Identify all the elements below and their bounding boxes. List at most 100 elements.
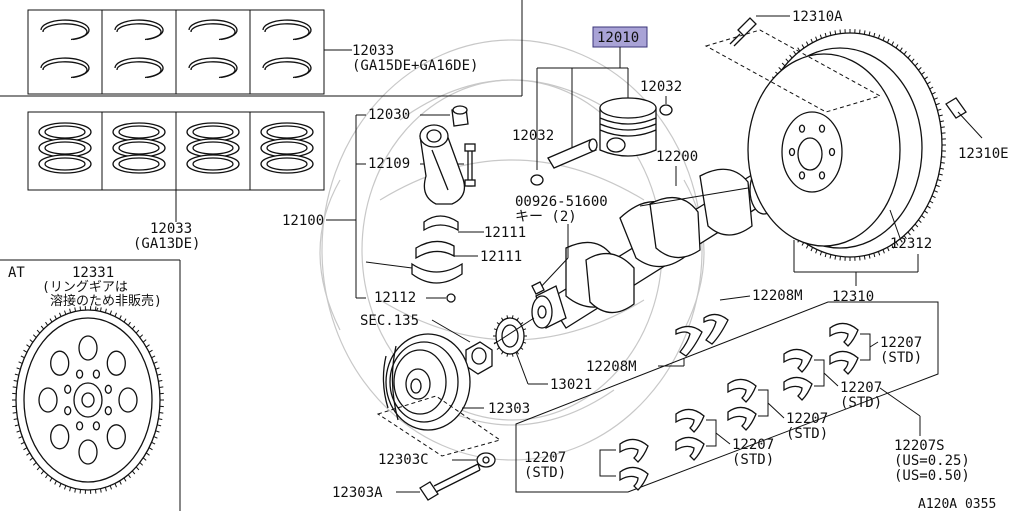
ring-gear-tooth [148,447,153,451]
sprocket-tooth [516,317,519,321]
ring-gear-tooth [810,247,814,252]
ring-gear-tooth [148,349,153,353]
piston-ring-inner [44,125,86,139]
ring-gear-tooth [13,380,18,382]
ring-gear-tooth [882,36,885,41]
note-bearing-std-1: (STD) [880,350,922,366]
note-drive-plate-1: (リングギアは [42,280,128,295]
piston-ring-inner [192,125,234,139]
label-pulley-washer: 12303C [378,452,429,468]
ring-gear-tooth [16,430,21,433]
ring-gear-tooth [29,457,34,461]
ring-gear-tooth [158,418,163,420]
ring-gear-tooth [781,62,786,67]
note-bearing-set-2: (US=0.50) [894,468,970,484]
ring-gear-tooth [127,321,131,326]
plate-bolt-hole [92,421,101,431]
label-pulley: 12303 [488,401,530,417]
label-piston: 12010 [597,30,639,46]
label-bearing-std-3: 12207 [786,411,828,427]
ring-gear-tooth [921,215,925,219]
ring-gear-tooth [131,325,136,330]
ring-gear-tooth [54,480,57,485]
flywheel-bolt-hole [828,147,836,157]
ring-gear-tooth [815,249,818,254]
ring-gear-tooth [815,36,818,41]
watermark-emblem [319,39,705,461]
label-key-note: キー (2) [515,209,577,225]
label-sec-ref: SEC.135 [360,313,419,329]
ring-gear-tooth [882,249,885,254]
main-bearing-shell-lower [727,406,757,431]
ring-gear-tooth [157,373,162,376]
at-drive-plate-box: AT 12331 (リングギアは 溶接のため非販売) [0,259,181,511]
sprocket-tooth [511,353,514,357]
ring-gear-tooth [69,308,72,313]
ring-gear-tooth [939,120,945,123]
ring-gear-tooth [914,62,919,67]
ring-gear-tooth [937,179,942,182]
plate-bolt-hole [64,406,72,416]
main-bearing-shell-lower [675,436,705,461]
ring-gear-tooth [834,30,837,35]
ring-gear-tooth [123,318,127,323]
ring-gear-tooth [109,310,112,315]
ring-gear-tooth [142,457,147,461]
bearing-bracket [758,389,785,419]
rings-box-ga15: 12033 (GA15DE+GA16DE) [0,0,523,97]
main-bearing-shell-lower [829,350,859,375]
ring-gear-tooth [891,41,895,46]
ring-gear-tooth [810,38,814,43]
ring-gear-tooth [877,251,881,256]
plate-hole [38,387,58,413]
ring-gear-tooth [903,235,907,240]
label-conrod-assy: 12100 [282,213,324,229]
plate-hole [78,439,98,465]
ring-gear-tooth [16,367,21,370]
sprocket-tooth [506,353,509,357]
ring-gear-tooth [64,310,67,315]
ring-gear-tooth [899,238,903,243]
ring-gear-tooth [778,67,782,71]
ring-gear-tooth [935,184,940,188]
ring-gear-tooth [819,251,823,256]
ring-gear-tooth [59,483,62,488]
ring-gear-tooth [49,318,53,323]
label-key-part: 00926-51600 [515,194,608,210]
ring-gear-tooth [23,447,28,451]
ring-gear-tooth [159,412,164,414]
ring-gear-tooth [924,210,928,214]
ring-gear-tooth [829,31,832,36]
ring-gear-tooth [911,227,915,232]
main-bearing-shell-lower [619,466,649,491]
ring-gear-tooth [801,44,805,49]
ring-gear-tooth [151,441,156,445]
ring-gear-tooth [863,30,866,35]
sprocket-tooth [523,341,527,344]
ring-gear-tooth [895,44,899,49]
note-bearing-set-1: (US=0.25) [894,453,970,469]
plate-bolt-hole [104,406,112,416]
ring-gear-tooth [18,361,23,364]
ring-gear-tooth [873,32,876,37]
piston-ring-inner [44,141,86,155]
sprocket-tooth [496,347,500,350]
ring-gear-tooth [151,355,156,359]
flywheel-bolt-hole [788,147,796,157]
sprocket-tooth [501,317,504,321]
ring-gear-tooth [926,81,931,85]
ring-gear-tooth [20,441,25,445]
flywheel-bolt-hole [818,171,826,180]
ring-gear-tooth [127,474,131,479]
ring-gear-tooth [153,361,158,364]
ring-gear-tooth [13,418,18,420]
ring-gear-tooth [14,373,19,376]
ring-gear-tooth [32,334,37,338]
label-bearing-set: 12207S [894,438,945,454]
drive-plate [12,306,164,494]
rings-box-ga13: 12033 (GA13DE) [27,111,325,252]
note-bearing-std-5: (STD) [524,465,566,481]
ring-gear-tooth [824,32,827,37]
main-bearing-shell-upper [619,438,649,463]
